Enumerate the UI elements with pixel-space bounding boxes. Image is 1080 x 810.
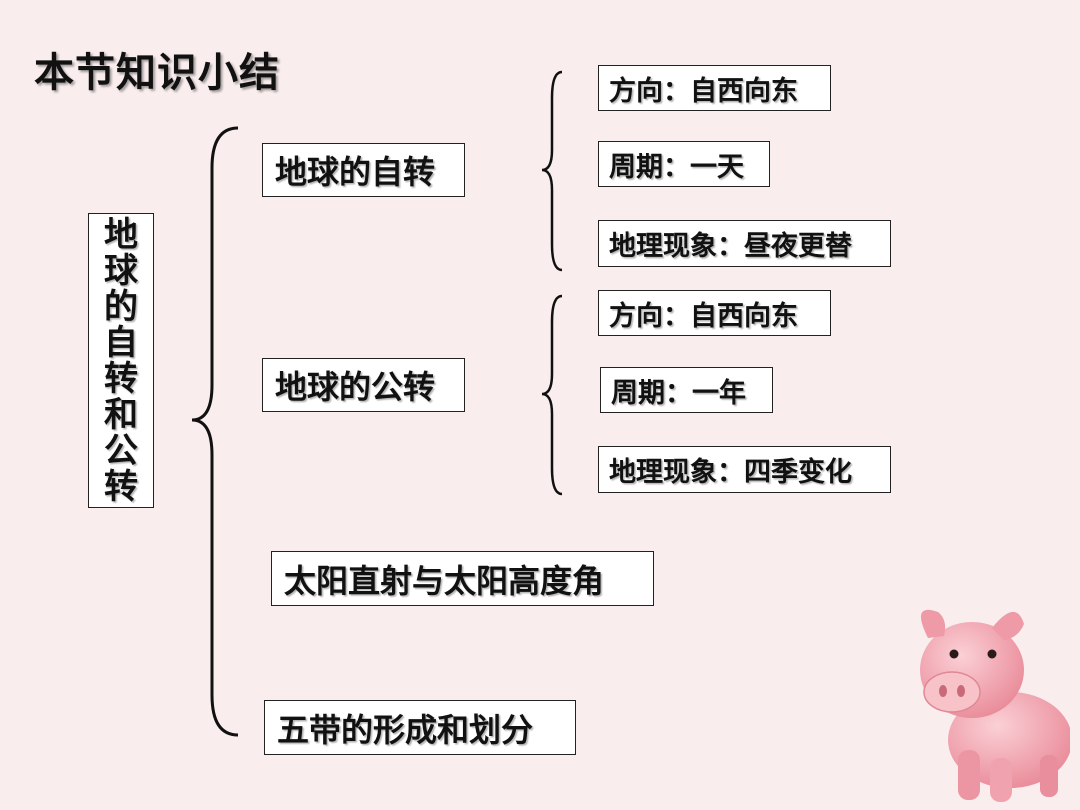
root-char: 和 [104, 394, 138, 435]
rotation-period-box: 周期：一天 [598, 141, 770, 187]
pink-pig-icon [920, 609, 1070, 802]
topic-rotation-box: 地球的自转 [262, 143, 465, 197]
root-topic-box: 地 球 的 自 转 和 公 转 [88, 213, 154, 508]
revolution-period-text: 周期：一年 [611, 377, 746, 409]
rotation-direction-text: 方向：自西向东 [609, 75, 798, 107]
revolution-phenomenon-box: 地理现象：四季变化 [598, 446, 891, 493]
topic-revolution-box: 地球的公转 [262, 358, 465, 412]
topic-sun-angle-label: 太阳直射与太阳高度角 [284, 561, 605, 600]
revolution-direction-text: 方向：自西向东 [609, 300, 798, 332]
topic-revolution-label: 地球的公转 [275, 368, 436, 406]
slide-title: 本节知识小结 [34, 50, 280, 96]
root-char: 地 [104, 214, 138, 255]
topic-rotation-label: 地球的自转 [275, 153, 436, 191]
root-char: 球 [104, 250, 138, 291]
rotation-brace [541, 70, 563, 272]
root-char: 公 [104, 430, 138, 471]
rotation-phenomenon-box: 地理现象：昼夜更替 [598, 220, 891, 267]
root-char: 转 [104, 466, 138, 507]
topic-five-zones-box: 五带的形成和划分 [264, 700, 576, 755]
large-brace [191, 126, 239, 737]
rotation-period-text: 周期：一天 [609, 151, 744, 183]
root-char: 自 [104, 322, 138, 363]
topic-five-zones-label: 五带的形成和划分 [277, 710, 534, 749]
rotation-phenomenon-text: 地理现象：昼夜更替 [609, 231, 852, 262]
root-char: 的 [104, 286, 138, 327]
revolution-phenomenon-text: 地理现象：四季变化 [609, 457, 852, 488]
root-char: 转 [104, 358, 138, 399]
revolution-period-box: 周期：一年 [600, 367, 773, 413]
revolution-brace [541, 294, 563, 496]
rotation-direction-box: 方向：自西向东 [598, 65, 831, 111]
revolution-direction-box: 方向：自西向东 [598, 290, 831, 336]
topic-sun-angle-box: 太阳直射与太阳高度角 [271, 551, 654, 606]
